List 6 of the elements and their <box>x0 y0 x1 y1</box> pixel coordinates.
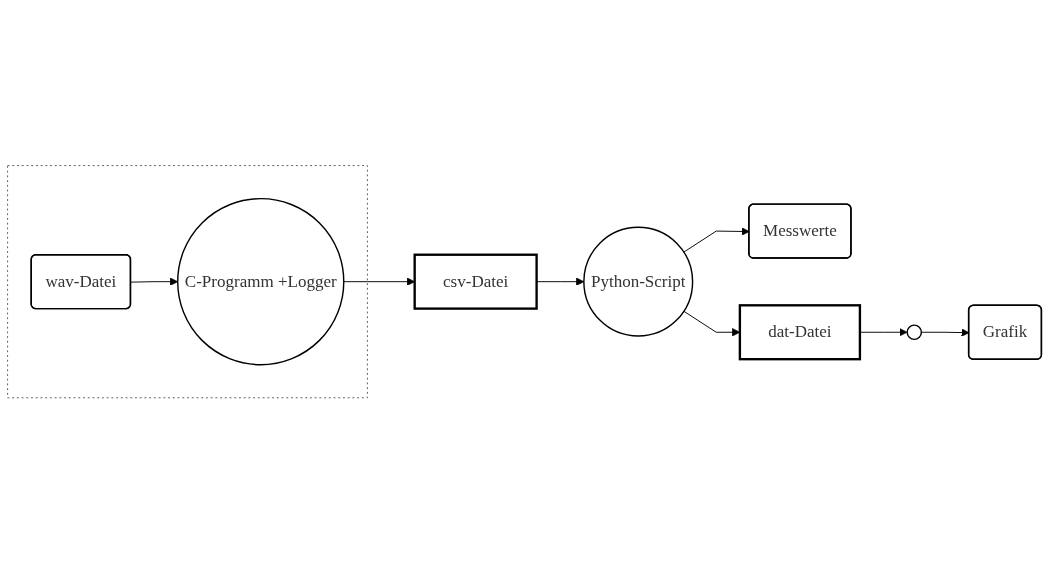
node-box: csv-Datei <box>413 253 538 310</box>
cluster <box>7 164 368 399</box>
node-box: dat-Datei <box>738 303 862 361</box>
node-circle: C-Programm +Logger <box>177 197 345 366</box>
node-circle: Python-Script <box>583 226 694 337</box>
node-circle <box>906 324 923 340</box>
